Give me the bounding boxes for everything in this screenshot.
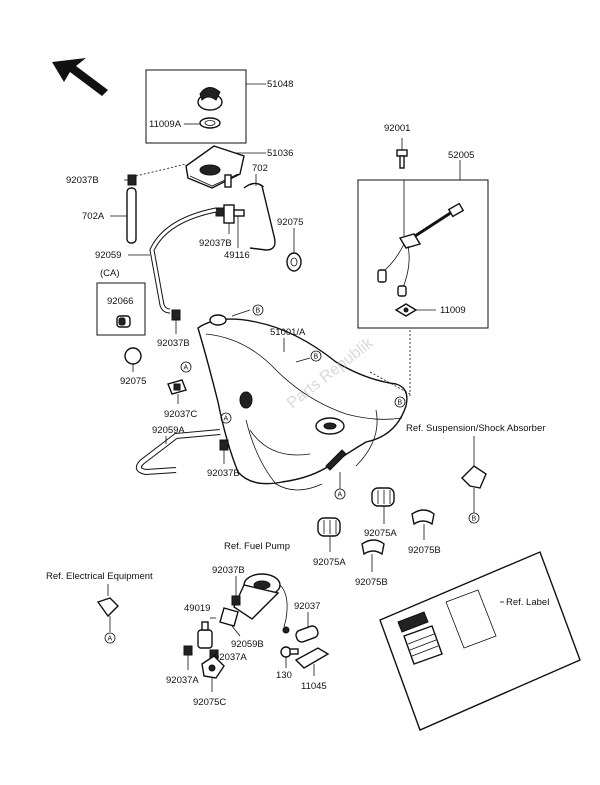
svg-text:B: B (398, 400, 403, 407)
gasket-11009-part (394, 303, 418, 317)
filler-neck-part (185, 145, 245, 189)
part-label-49116: 49116 (224, 250, 250, 261)
fuel-pump-part (233, 573, 290, 634)
part-label-92059A: 92059A (152, 425, 185, 436)
clamp-92037B-pump-part (231, 595, 241, 606)
part-label-92037B-tank: 92037B (157, 338, 190, 349)
marker-b-2: B (310, 350, 322, 362)
part-label-11045: 11045 (301, 681, 327, 692)
marker-a-3: A (334, 488, 346, 500)
part-label-92075-left: 92075 (120, 376, 146, 387)
part-label-92037B-top: 92037B (66, 175, 99, 186)
gasket-11009A-part (199, 117, 221, 129)
part-label-92037: 92037 (294, 601, 320, 612)
ref-electrical-label: Ref. Electrical Equipment (46, 571, 153, 582)
part-label-702: 702 (252, 163, 268, 174)
ref-label-label: Ref. Label (506, 597, 549, 608)
part-label-702A: 702A (82, 211, 105, 222)
marker-b-3: B (394, 396, 406, 408)
damper-92075A-right-part (371, 487, 395, 507)
part-label-92075-right: 92075 (277, 217, 303, 228)
part-label-92059: 92059 (95, 250, 121, 261)
part-label-51048: 51048 (267, 79, 293, 90)
marker-a-2: A (220, 412, 232, 424)
label-sheet-part (379, 551, 581, 731)
part-label-92059B: 92059B (231, 639, 264, 650)
svg-text:A: A (224, 416, 229, 423)
part-label-51001A: 51001/A (270, 327, 306, 338)
part-label-92075A-left: 92075A (313, 557, 346, 568)
clamp-92037B-lower-part (219, 439, 229, 451)
damper-92075-right-part (286, 252, 302, 272)
part-label-130: 130 (276, 670, 292, 681)
damper-92075B-right-part (411, 509, 435, 526)
clamp-92037A-left-part (183, 645, 193, 656)
marker-b-1: B (252, 304, 264, 316)
band-11045-part (294, 647, 330, 669)
bolt-130-part (280, 646, 299, 658)
ref-suspension-label: Ref. Suspension/Shock Absorber (406, 423, 545, 434)
cap-group-box (145, 69, 247, 144)
part-label-52005: 52005 (448, 150, 474, 161)
part-label-92075B-left: 92075B (355, 577, 388, 588)
part-label-92037B-pump: 92037B (212, 565, 245, 576)
part-label-92075A-right: 92075A (364, 528, 397, 539)
damper-92075A-left-part (317, 517, 341, 537)
bracket-suspension-part (461, 465, 487, 489)
screw-92001-part (396, 149, 408, 169)
part-label-11009: 11009 (440, 305, 466, 316)
damper-92075-left-part (124, 347, 142, 365)
part-label-92075C: 92075C (193, 697, 226, 708)
hose-92037-part (295, 625, 319, 643)
fuel-tank-51001A-part (197, 314, 408, 491)
marker-a-4: A (104, 632, 116, 644)
part-label-51036: 51036 (267, 148, 293, 159)
part-label-92075B-right: 92075B (408, 545, 441, 556)
ref-fuel-pump-label: Ref. Fuel Pump (224, 541, 290, 552)
part-label-92037B-valve: 92037B (199, 238, 232, 249)
filter-49019-part (197, 621, 213, 649)
svg-text:B: B (314, 354, 319, 361)
sender-group-box (357, 179, 489, 329)
connector-electrical-part (96, 597, 119, 618)
svg-text:B: B (472, 516, 477, 523)
part-label-92037B-lower: 92037B (207, 468, 240, 479)
hose-92059A-part (136, 430, 221, 475)
svg-text:A: A (338, 492, 343, 499)
ca-group-box (96, 282, 146, 336)
hose-702-part (243, 182, 276, 251)
hose-92059B-part (219, 607, 239, 627)
filler-cap-part (197, 87, 223, 111)
part-label-92037A-left: 92037A (166, 675, 199, 686)
clamp-92037B-top-part (127, 174, 137, 186)
damper-92075B-left-part (361, 539, 385, 556)
svg-text:A: A (108, 636, 113, 643)
part-label-49019: 49019 (184, 603, 210, 614)
part-label-92037A-middle: 92037A (214, 652, 247, 663)
marker-a-1: A (180, 361, 192, 373)
clamp-92037B-tank-part (171, 309, 181, 321)
hose-702A-part (126, 187, 137, 244)
part-label-11009A: 11009A (149, 119, 182, 130)
marker-b-4: B (468, 512, 480, 524)
part-label-92037C: 92037C (164, 409, 197, 420)
group-label-ca: (CA) (100, 268, 120, 279)
valve-49116-part (215, 204, 245, 224)
part-label-92001: 92001 (384, 123, 410, 134)
svg-text:B: B (256, 308, 261, 315)
front-direction-arrow-icon (52, 58, 108, 96)
svg-text:A: A (184, 365, 189, 372)
part-label-92066: 92066 (107, 296, 133, 307)
fuel-gauge-sender-part (377, 180, 465, 297)
